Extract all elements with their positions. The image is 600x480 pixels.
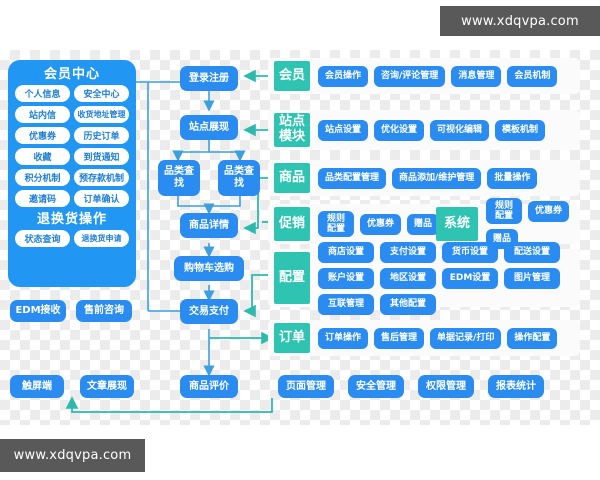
bottom-btn-page-management[interactable]: 页面管理: [278, 375, 334, 398]
group-btn-consult-comment-management[interactable]: 咨询/评论管理: [374, 65, 446, 87]
member-item-site-message[interactable]: 站内信: [15, 106, 70, 123]
member-item-points-system[interactable]: 积分机制: [15, 169, 70, 186]
watermark-top-right: www.xdqvpa.com: [440, 6, 600, 36]
group-btn-visual-editor[interactable]: 可视化编辑: [430, 119, 490, 141]
bottom-btn-security-management[interactable]: 安全管理: [348, 375, 404, 398]
member-item-address-management[interactable]: 收货地址管理: [74, 106, 129, 123]
group-btn-product-add-maintain-management[interactable]: 商品添加/维护管理: [392, 167, 482, 189]
group-btn-shipping-settings[interactable]: 配送设置: [504, 241, 560, 263]
group-btn-document-record-print[interactable]: 单据记录/打印: [430, 327, 502, 349]
group-tag-site-module[interactable]: 站点模块: [274, 113, 310, 147]
group-row-product: 商品 品类配置管理 商品添加/维护管理 批量操作: [268, 160, 580, 196]
group-btn-image-management[interactable]: 图片管理: [504, 267, 560, 289]
bottom-btn-article-display[interactable]: 文章展现: [80, 375, 134, 398]
group-btn-member-operations[interactable]: 会员操作: [318, 65, 369, 87]
member-center-title: 会员中心: [43, 67, 100, 82]
flow-node-category-search-left[interactable]: 品类查找: [158, 160, 200, 196]
group-btn-edm-settings[interactable]: EDM设置: [442, 267, 498, 289]
flow-node-product-detail[interactable]: 商品详情: [180, 213, 238, 238]
group-tag-promotion[interactable]: 促销: [274, 207, 310, 241]
group-tag-order[interactable]: 订单: [274, 323, 310, 353]
group-row-order: 订单 订单操作 售后管理 单据记录/打印 操作配置: [268, 320, 580, 356]
group-btn-payment-settings[interactable]: 支付设置: [380, 241, 436, 263]
group-items-system: 规则配置 优惠券 赠品: [486, 198, 596, 250]
bottom-btn-touch-client[interactable]: 触屏端: [10, 375, 64, 398]
group-tag-member[interactable]: 会员: [274, 61, 310, 91]
group-btn-currency-settings[interactable]: 货币设置: [442, 241, 498, 263]
group-btn-other-configuration[interactable]: 其他配置: [380, 293, 436, 315]
member-item-invite-code[interactable]: 邀请码: [15, 190, 70, 207]
flow-node-transaction-payment[interactable]: 交易支付: [180, 299, 238, 324]
group-tag-system[interactable]: 系统: [436, 207, 478, 241]
group-btn-order-operations[interactable]: 订单操作: [318, 327, 369, 349]
group-items-promotion: 规则配置 优惠券 赠品: [318, 211, 440, 237]
group-btn-template-mechanism[interactable]: 模板机制: [495, 119, 546, 141]
group-btn-shop-settings[interactable]: 商店设置: [318, 241, 374, 263]
group-items-site-module: 站点设置 优化设置 可视化编辑 模板机制: [318, 119, 546, 141]
member-item-favorites[interactable]: 收藏: [15, 148, 70, 165]
bottom-btn-permission-management[interactable]: 权限管理: [418, 375, 474, 398]
group-btn-member-mechanism[interactable]: 会员机制: [507, 65, 558, 87]
member-item-arrival-notice[interactable]: 到货通知: [74, 148, 129, 165]
group-btn-site-settings[interactable]: 站点设置: [318, 119, 369, 141]
group-tag-configuration[interactable]: 配置: [274, 252, 310, 304]
flow-node-site-display[interactable]: 站点展现: [180, 115, 238, 140]
returns-items: 状态查询 退换货申请: [15, 230, 129, 247]
group-row-configuration: 配置 商店设置 支付设置 货币设置 配送设置 账户设置 地区设置 EDM设置 图…: [268, 241, 580, 315]
member-item-security-center[interactable]: 安全中心: [74, 85, 129, 102]
group-btn-system-coupon[interactable]: 优惠券: [528, 200, 570, 222]
returns-item-apply[interactable]: 退换货申请: [74, 230, 129, 247]
group-tag-product[interactable]: 商品: [274, 163, 310, 193]
group-btn-optimization-settings[interactable]: 优化设置: [374, 119, 425, 141]
group-btn-system-rule-config[interactable]: 规则配置: [486, 198, 522, 224]
group-items-product: 品类配置管理 商品添加/维护管理 批量操作: [318, 167, 538, 189]
button-presale-consult[interactable]: 售前咨询: [76, 300, 132, 322]
group-btn-region-settings[interactable]: 地区设置: [380, 267, 436, 289]
flow-node-cart-shopping[interactable]: 购物车选购: [174, 256, 244, 281]
group-items-order: 订单操作 售后管理 单据记录/打印 操作配置: [318, 327, 558, 349]
group-btn-aftersales-management[interactable]: 售后管理: [374, 327, 425, 349]
returns-subtitle: 退换货操作: [36, 212, 107, 227]
member-item-prepay-system[interactable]: 预存款机制: [74, 169, 129, 186]
group-btn-message-management[interactable]: 消息管理: [451, 65, 502, 87]
group-btn-promotion-gift[interactable]: 赠品: [407, 213, 440, 235]
group-row-site-module: 站点模块 站点设置 优化设置 可视化编辑 模板机制: [268, 110, 580, 150]
group-items-member: 会员操作 咨询/评论管理 消息管理 会员机制: [318, 65, 558, 87]
bottom-btn-product-review[interactable]: 商品评价: [180, 375, 238, 398]
group-btn-interconnect-management[interactable]: 互联管理: [318, 293, 374, 315]
group-btn-promotion-coupon[interactable]: 优惠券: [360, 213, 402, 235]
button-edm-receive[interactable]: EDM接收: [10, 300, 66, 322]
group-btn-account-settings[interactable]: 账户设置: [318, 267, 374, 289]
flow-node-login-register[interactable]: 登录注册: [180, 66, 238, 91]
group-items-configuration: 商店设置 支付设置 货币设置 配送设置 账户设置 地区设置 EDM设置 图片管理…: [318, 241, 574, 315]
watermark-bottom-left: www.xdqvpa.com: [0, 439, 145, 472]
group-row-promotion: 促销 规则配置 优惠券 赠品: [268, 204, 580, 244]
flow-node-category-search-right[interactable]: 品类查找: [218, 160, 260, 196]
group-row-member: 会员 会员操作 咨询/评论管理 消息管理 会员机制: [268, 58, 580, 94]
group-btn-promotion-rule-config[interactable]: 规则配置: [318, 211, 354, 237]
member-center-panel: 会员中心 个人信息 安全中心 站内信 收货地址管理 优惠券 历史订单 收藏 到货…: [8, 60, 136, 287]
member-item-order-history[interactable]: 历史订单: [74, 127, 129, 144]
group-btn-category-config-management[interactable]: 品类配置管理: [318, 167, 387, 189]
member-center-items: 个人信息 安全中心 站内信 收货地址管理 优惠券 历史订单 收藏 到货通知 积分…: [15, 85, 129, 207]
member-item-personal-info[interactable]: 个人信息: [15, 85, 70, 102]
returns-item-status-query[interactable]: 状态查询: [15, 230, 70, 247]
group-btn-batch-operation[interactable]: 批量操作: [487, 167, 538, 189]
member-item-coupon[interactable]: 优惠券: [15, 127, 70, 144]
bottom-btn-report-statistics[interactable]: 报表统计: [488, 375, 544, 398]
member-item-order-confirm[interactable]: 订单确认: [74, 190, 129, 207]
group-row-system: 系统 规则配置 优惠券 赠品: [436, 198, 596, 250]
group-btn-operation-config[interactable]: 操作配置: [507, 327, 558, 349]
